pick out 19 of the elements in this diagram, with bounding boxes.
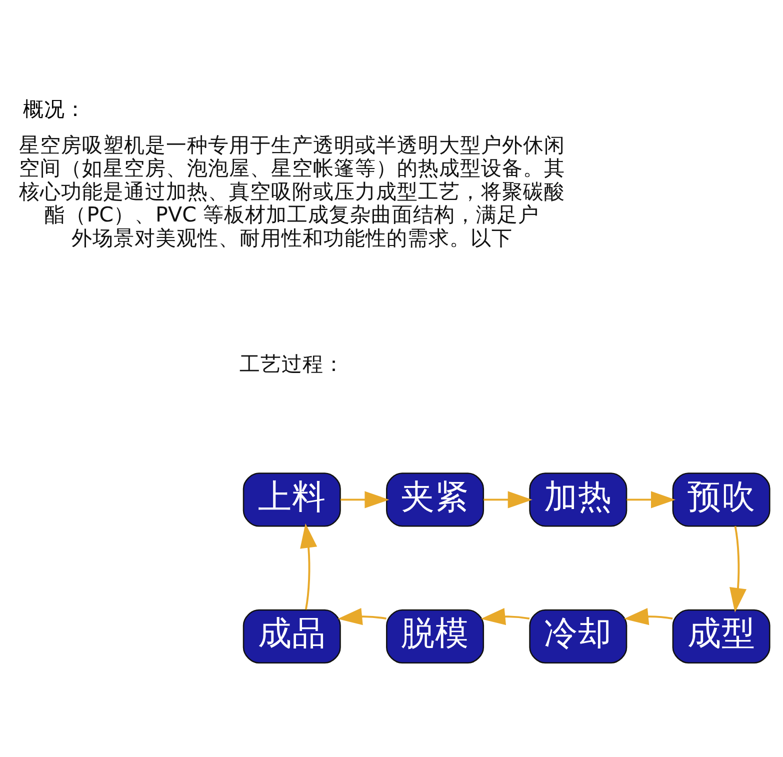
arrow [340,491,390,508]
node-box: 加热 [529,472,628,527]
arrow [300,523,318,610]
node-box: 成型 [672,609,770,664]
arrow [730,526,747,612]
label: 星空房吸塑机是一种专用于生产透明或半透明大型户外休闲空间（如星空房、泡泡屋、星空帐篷等）的热成型设备。其核心功能是通过加热、真空吸附或压力成型工艺，将聚碳酸酯（PC）、PVC 等板材加工成复杂曲面结构，满足户外场景对美观性、耐用性和功能性的需求。以下 [18,132,565,250]
node-box: 夹紧 [386,472,484,527]
node-box: 脱模 [386,609,484,664]
arrow [480,608,530,626]
node-box: 预吹 [672,472,770,527]
diagram-title: 概况： [23,96,86,121]
arrow [624,608,673,626]
label: 工艺过程： [239,352,344,376]
node-box: 成品 [242,609,341,664]
arrow [338,608,386,626]
node-box: 冷却 [529,609,628,664]
node-box: 上料 [242,472,341,527]
arrow [626,491,676,508]
arrow [484,491,532,508]
